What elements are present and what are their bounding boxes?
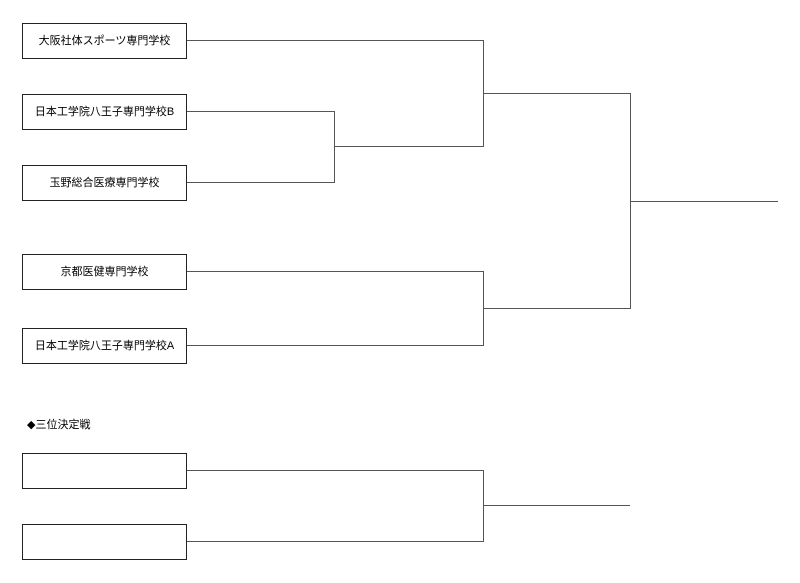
connector-match1-join	[334, 111, 335, 183]
connector-team3-line	[187, 182, 334, 183]
connector-third-slot2-line	[187, 541, 483, 542]
team-name: 京都医健専門学校	[60, 265, 149, 278]
team-name: 大阪社体スポーツ専門学校	[38, 34, 171, 47]
connector-third-slot1-line	[187, 470, 483, 471]
third-place-label: ◆三位決定戦	[27, 419, 91, 431]
team-name: 日本工学院八王子専門学校B	[34, 105, 175, 118]
connector-team5-line	[187, 345, 483, 346]
team-box-nihon-kogakuin-a: 日本工学院八王子専門学校A	[22, 328, 187, 364]
team-name: 日本工学院八王子専門学校A	[34, 339, 175, 352]
connector-final-winner-line	[630, 201, 778, 202]
connector-semi2-out	[483, 308, 630, 309]
team-box-osaka-shatai: 大阪社体スポーツ専門学校	[22, 23, 187, 59]
connector-third-join	[483, 470, 484, 542]
connector-team2-line	[187, 111, 334, 112]
team-box-nihon-kogakuin-b: 日本工学院八王子専門学校B	[22, 94, 187, 130]
team-box-kyoto-iken: 京都医健専門学校	[22, 254, 187, 290]
connector-third-winner-line	[483, 505, 630, 506]
team-name: 玉野総合医療専門学校	[49, 176, 160, 189]
connector-team4-line	[187, 271, 483, 272]
third-place-slot-2	[22, 524, 187, 560]
third-place-slot-1	[22, 453, 187, 489]
connector-team1-line	[187, 40, 483, 41]
connector-match1-out	[334, 146, 483, 147]
team-box-tamano-sogo: 玉野総合医療専門学校	[22, 165, 187, 201]
connector-semi1-out	[483, 93, 630, 94]
